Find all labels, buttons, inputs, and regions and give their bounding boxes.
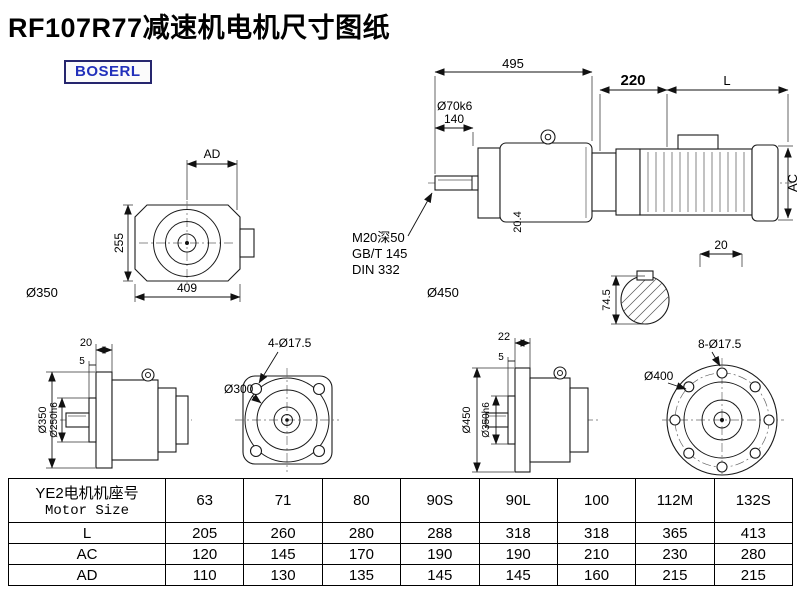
dim-adapter-length: 220 [620,72,645,89]
cell: 145 [243,543,323,565]
frame-size-header: 90S [400,478,480,523]
motor-size-header-en: Motor Size [44,503,129,519]
dim-spigot-dia: Ø250h6 [49,402,60,438]
flange-side-view-large: 22 5 Ø450 Ø350h6 [461,331,598,473]
front-view: AD 255 409 Ø350 [26,147,255,302]
tap-callout-line2: GB/T 145 [352,246,407,261]
dim-flange-dia: Ø350 [37,407,49,434]
tap-callout-line3: DIN 332 [352,262,400,277]
dim-flange-dia: Ø450 [461,407,473,434]
dim-ad: AD [204,147,221,161]
dim-bolt-holes-8: 8-Ø17.5 [698,337,742,351]
dim-key-width: 20 [714,238,728,252]
cell: 230 [635,543,715,565]
frame-size-header: 100 [556,478,637,523]
frame-size-header: 112M [635,478,715,523]
dim-spigot-dia: Ø350h6 [481,402,492,438]
motor-size-header: YE2电机机座号 Motor Size [8,478,166,523]
technical-drawing: AD 255 409 Ø350 495 140 Ø70k6 [26,56,800,476]
cell: 160 [556,564,637,586]
cell: 318 [478,522,558,544]
frame-size-header: 80 [321,478,402,523]
cell: 413 [713,522,794,544]
table-row-l: L 205 260 280 288 318 318 365 413 [8,522,794,544]
table-row-ac: AC 120 145 170 190 190 210 230 280 [8,543,794,565]
dim-total-length: 495 [502,56,524,71]
cell: 170 [321,543,402,565]
flange-face-view-small: 4-Ø17.5 Ø300 [224,336,339,472]
motor-size-header-cn: YE2电机机座号 [35,485,139,502]
dim-front-flange-dia: Ø350 [26,285,58,300]
table-header-row: YE2电机机座号 Motor Size 63 71 80 90S 90L 100… [8,478,794,523]
cell: 365 [635,522,715,544]
dim-motor-height: AC [785,174,800,192]
cell: 130 [243,564,323,586]
row-label: L [8,522,166,544]
side-view: 495 140 Ø70k6 220 L AC [352,56,800,325]
flange-side-view-small: 20 5 Ø350 Ø250h6 [37,337,192,469]
dim-motor-length: L [723,73,730,88]
cell: 280 [713,543,794,565]
frame-size-header: 63 [164,478,245,523]
row-label: AD [8,564,166,586]
dim-spigot-depth: 5 [498,352,504,363]
dim-width-409: 409 [177,281,197,295]
cell: 145 [400,564,480,586]
brand-logo: BOSERL [64,60,152,84]
cell: 110 [164,564,245,586]
frame-size-header: 132S [713,478,794,523]
cell: 190 [400,543,480,565]
cell: 288 [400,522,480,544]
cell: 190 [478,543,558,565]
cell: 318 [556,522,637,544]
cell: 120 [164,543,245,565]
tap-callout-line1: M20深50 [352,230,405,245]
dim-bolt-circle-300: Ø300 [224,382,254,396]
dim-shaft-across: 74.5 [601,289,613,310]
frame-size-header: 71 [243,478,323,523]
cell: 135 [321,564,402,586]
cell: 210 [556,543,637,565]
dim-spigot-depth: 5 [79,356,85,367]
page-title: RF107R77减速机电机尺寸图纸 [8,13,391,43]
dim-side-flange-dia: Ø450 [427,285,459,300]
dim-key-height: 20.4 [512,211,524,232]
table-row-ad: AD 110 130 135 145 145 160 215 215 [8,564,794,586]
frame-size-header: 90L [478,478,558,523]
dim-flange-thickness: 22 [498,331,510,343]
cell: 205 [164,522,245,544]
cell: 280 [321,522,402,544]
dim-shaft-dia: Ø70k6 [437,99,473,113]
row-label: AC [8,543,166,565]
cell: 215 [635,564,715,586]
dim-flange-thickness: 20 [80,337,92,349]
dim-bolt-holes-4: 4-Ø17.5 [268,336,312,350]
dim-bolt-circle-400: Ø400 [644,369,674,383]
cell: 260 [243,522,323,544]
cell: 145 [478,564,558,586]
dim-shaft-length: 140 [444,112,464,126]
motor-size-table: YE2电机机座号 Motor Size 63 71 80 90S 90L 100… [8,478,794,586]
dim-height-255: 255 [112,233,126,253]
cell: 215 [713,564,794,586]
shaft-section-detail: 74.5 20 [601,238,743,325]
flange-face-view-large: 8-Ø17.5 Ø400 [644,337,784,476]
